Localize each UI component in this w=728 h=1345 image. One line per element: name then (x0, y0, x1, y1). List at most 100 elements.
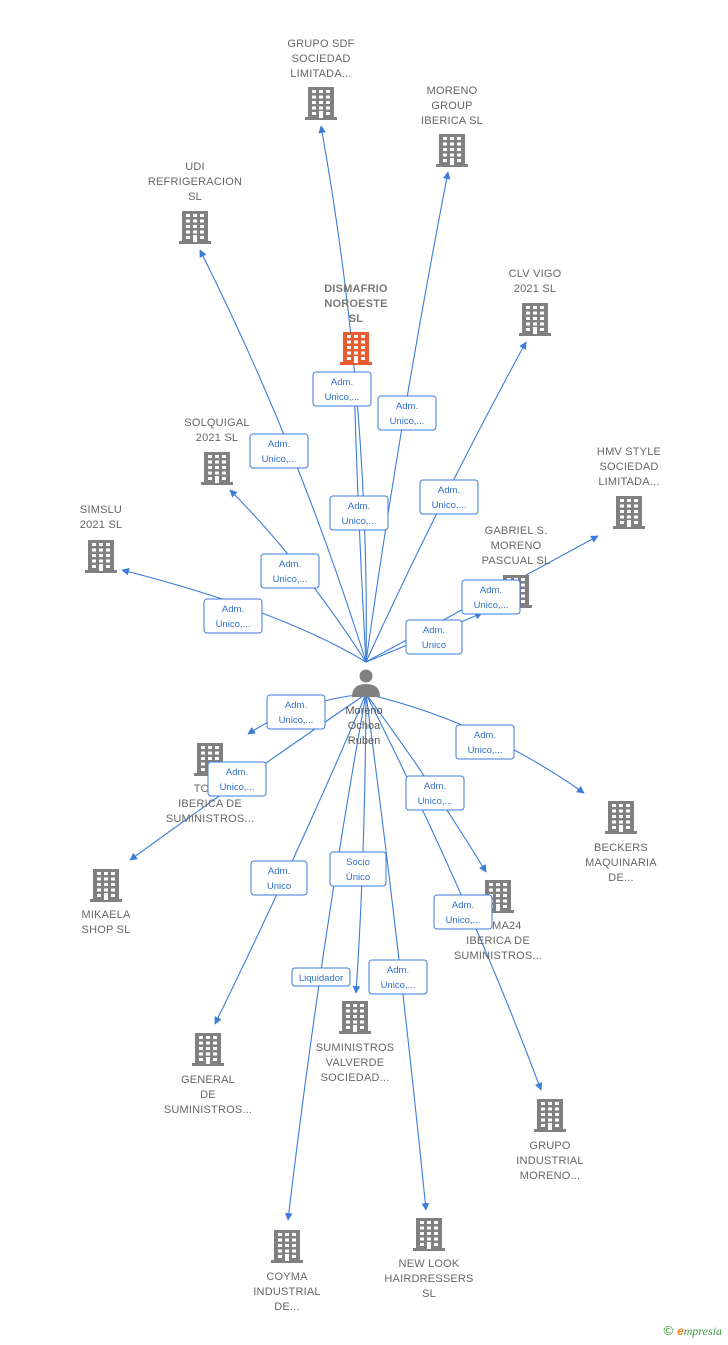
relation-label-mikaela[interactable]: Adm.Unico,... (207, 761, 267, 797)
company-name-line: SL (422, 1288, 436, 1300)
company-name-line: GABRIEL S. (485, 525, 548, 537)
company-name-line: GRUPO (529, 1140, 571, 1152)
relation-label-box (368, 959, 428, 995)
company-name-line: IBERICA SL (421, 115, 483, 127)
relation-label-box (203, 598, 263, 634)
company-name-line: INDUSTRIAL (516, 1155, 583, 1167)
relation-label-box (312, 371, 372, 407)
building-icon (201, 452, 233, 485)
building-icon (192, 1033, 224, 1066)
relation-label-text: Socio (346, 857, 370, 868)
company-name-line: SL (188, 191, 202, 203)
company-name-line: DISMAFRIO (324, 283, 388, 295)
relation-label-clima24[interactable]: Adm.Unico,... (405, 775, 465, 811)
relation-label-text: Adm. (452, 900, 474, 911)
company-name-line: NEW LOOK (399, 1258, 460, 1270)
building-icon (271, 1230, 303, 1263)
copyright-symbol: © (663, 1323, 674, 1338)
relation-label-text: Unico,... (273, 574, 308, 585)
relation-label-solquigal[interactable]: Adm. Unico,... (260, 553, 320, 589)
company-name-line: SUMINISTROS (316, 1042, 395, 1054)
company-node-coyma[interactable]: COYMAINDUSTRIALDE... (253, 1230, 321, 1313)
building-icon (85, 540, 117, 573)
relation-label-text: Unico (267, 881, 291, 892)
relation-label-text: Adm. (268, 439, 290, 450)
company-name-line: IBERICA DE (466, 935, 530, 947)
company-node-grupo-industrial[interactable]: GRUPOINDUSTRIALMORENO... (516, 1099, 584, 1182)
company-name-line: LIMITADA... (598, 476, 659, 488)
relation-label-text: Adm. (480, 585, 502, 596)
company-name-line: DE... (608, 872, 633, 884)
company-name-line: BECKERS (594, 842, 648, 854)
company-name-line: REFRIGERACION (148, 176, 242, 188)
relation-label-text: Adm. (387, 965, 409, 976)
relation-label-dismafrio[interactable]: Adm.Unico,... (312, 371, 372, 407)
logo-text: mpresia (683, 1324, 722, 1338)
relation-label-coyma[interactable]: Liquidador (291, 967, 351, 987)
relation-label-beckers[interactable]: Adm.Unico,... (455, 724, 515, 760)
relation-label-text: Adm. (279, 559, 301, 570)
relation-label-text: Adm. (423, 625, 445, 636)
relation-label-text: Unico,... (279, 715, 314, 726)
company-name-line: SL (349, 313, 364, 325)
company-name-line: HMV STYLE (597, 446, 661, 458)
relation-label-box (405, 775, 465, 811)
relation-label-simslu[interactable]: Adm.Unico,... (203, 598, 263, 634)
relation-label-new-look[interactable]: Adm. Unico,... (368, 959, 428, 995)
relation-label-udi[interactable]: Adm. Unico,... (249, 433, 309, 469)
company-name-line: SUMINISTROS... (164, 1104, 252, 1116)
empresia-logo[interactable]: ©empresia (663, 1323, 722, 1339)
company-node-hmv-style[interactable]: HMV STYLE SOCIEDAD LIMITADA... (597, 446, 661, 529)
relation-label-text: Adm. (424, 781, 446, 792)
company-name-line: PASCUAL SL (482, 555, 551, 567)
relation-label-hmv-style[interactable]: Adm.Unico,... (461, 579, 521, 615)
company-node-general[interactable]: GENERALDESUMINISTROS... (164, 1033, 252, 1116)
relation-label-general[interactable]: Adm.Unico (250, 860, 308, 896)
relation-label-text: Unico,... (381, 980, 416, 991)
company-name-line: SOLQUIGAL (184, 417, 249, 429)
relation-label-text: Único (346, 872, 370, 883)
relation-label-grupo-sdf[interactable]: Adm.Unico,... (329, 495, 389, 531)
relation-label-clv-vigo[interactable]: Adm.Unico,... (419, 479, 479, 515)
relation-edge-new-look (365, 693, 430, 1211)
company-node-grupo-sdf[interactable]: GRUPO SDFSOCIEDADLIMITADA... (287, 38, 354, 120)
relation-label-todo-iberica[interactable]: Adm.Unico,... (266, 694, 326, 730)
relation-label-box (249, 433, 309, 469)
company-node-valverde[interactable]: SUMINISTROSVALVERDESOCIEDAD... (316, 1001, 395, 1084)
relation-label-text: Unico,... (216, 619, 251, 630)
relation-label-box (266, 694, 326, 730)
relation-label-box (433, 894, 493, 930)
company-node-beckers[interactable]: BECKERSMAQUINARIADE... (585, 801, 657, 884)
relation-label-text: Unico,... (262, 454, 297, 465)
building-icon (179, 211, 211, 244)
company-name-line: LIMITADA... (290, 68, 351, 80)
company-name-line: MIKAELA (81, 909, 131, 921)
logo-initial: e (677, 1324, 684, 1338)
relation-edge-grupo-industrial (365, 693, 543, 1091)
company-name-line: GENERAL (181, 1074, 235, 1086)
relation-label-box (377, 395, 437, 431)
building-icon (90, 869, 122, 902)
relation-label-text: Unico,... (220, 782, 255, 793)
building-icon (305, 87, 337, 120)
relation-label-grupo-industrial[interactable]: Adm.Unico,... (433, 894, 493, 930)
building-icon (340, 332, 372, 365)
relation-label-gabriel[interactable]: Adm.Unico (405, 619, 463, 655)
building-icon (413, 1218, 445, 1251)
company-name-line: SOCIEDAD (599, 461, 658, 473)
relation-label-moreno-group[interactable]: Adm.Unico,... (377, 395, 437, 431)
company-name-line: IBERICA DE (178, 798, 242, 810)
company-name-line: MORENO (491, 540, 542, 552)
